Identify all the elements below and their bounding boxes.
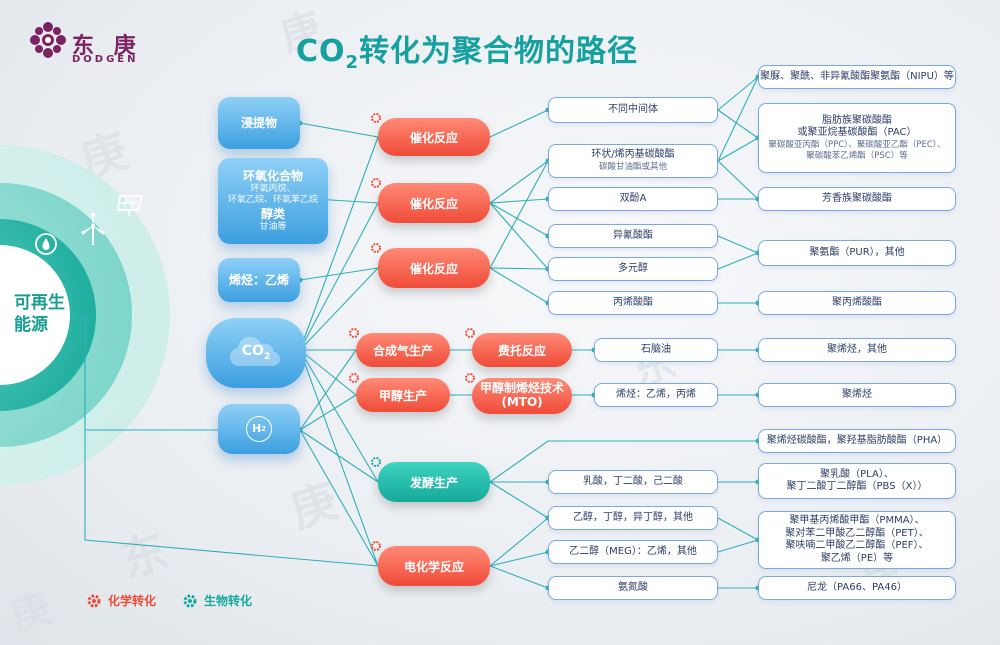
- source-co2: CO2: [206, 318, 306, 388]
- intermediate-amino-acid: 氨氮酸: [548, 576, 718, 600]
- gear-icon: [87, 594, 101, 607]
- product-polyolefin: 聚烯烃: [758, 383, 956, 407]
- gear-icon: [371, 243, 381, 253]
- wind-turbine-icon: [81, 213, 105, 245]
- renewable-label: 可再生 能源: [14, 293, 65, 336]
- product-nylon: 尼龙（PA66、PA46）: [758, 576, 956, 600]
- intermediate-ethanol: 乙醇，丁醇，异丁醇，其他: [548, 506, 718, 530]
- gear-icon: [371, 541, 381, 551]
- source-olefin: 烯烃：乙烯: [218, 258, 300, 302]
- product-pla-pbs: 聚乳酸（PLA）、 聚丁二酸丁二醇酯（PBS（X））: [758, 463, 956, 499]
- process-mto: 甲醇制烯烃技术 (MTO): [472, 378, 572, 414]
- cloud-icon: [229, 336, 281, 367]
- intermediate-lactic-acid: 乳酸，丁二酸，己二酸: [548, 470, 718, 494]
- intermediate-various: 不同中间体: [548, 97, 718, 123]
- intermediate-polyol: 多元醇: [548, 257, 718, 281]
- intermediate-isocyanate: 异氰酸酯: [548, 224, 718, 248]
- product-pha: 聚烯烃碳酸酯，聚羟基脂肪酸酯（PHA）: [758, 429, 956, 453]
- process-catalytic-3: 催化反应: [378, 248, 490, 288]
- process-methanol: 甲醇生产: [356, 378, 450, 412]
- solar-panel-icon: [116, 195, 144, 216]
- brand-name-en: DODGEN: [72, 54, 139, 65]
- gear-icon: [349, 328, 359, 338]
- source-extract: 浸提物: [218, 97, 300, 149]
- legend-chemical: 化学转化: [86, 592, 156, 609]
- intermediate-acrylate: 丙烯酸酯: [548, 291, 718, 315]
- intermediate-cyclic-carbonate: 环状/烯丙基碳酸酯 碳酸甘油酯或其他: [548, 144, 718, 178]
- product-aromatic-pc: 芳香族聚碳酸酯: [758, 187, 956, 211]
- brand-name-cn: 东 庚: [72, 34, 142, 59]
- legend-biological: 生物转化: [182, 592, 252, 609]
- process-fermentation: 发酵生产: [378, 462, 490, 502]
- process-syngas: 合成气生产: [356, 333, 450, 367]
- product-pmma-pet: 聚甲基丙烯酸甲酯（PMMA）、 聚对苯二甲酸乙二醇酯（PET）、 聚呋喃二甲酸乙…: [758, 511, 956, 569]
- gear-icon: [371, 457, 381, 467]
- process-catalytic-1: 催化反应: [378, 118, 490, 156]
- product-pac: 脂肪族聚碳酸酯 或聚亚烷基碳酸酯（PAC） 聚碳酸亚丙酯（PPC）、聚碳酸亚乙酯…: [758, 103, 956, 173]
- product-nipu: 聚脲、聚酰、非异氰酸酯聚氨酯（NIPU）等: [758, 65, 956, 89]
- intermediate-naphtha: 石脑油: [594, 338, 718, 362]
- gear-icon: [183, 594, 197, 607]
- process-electrochemical: 电化学反应: [378, 546, 490, 586]
- product-pur: 聚氨酯（PUR），其他: [758, 240, 956, 266]
- gear-icon: [465, 373, 475, 383]
- source-epoxide-alcohol: 环氧化合物 环氧丙烷、 环氧乙烷、环氧苯乙烷 醇类 甘油等: [218, 158, 328, 244]
- brand-logo-icon: [30, 22, 66, 58]
- gear-icon: [371, 113, 381, 123]
- process-catalytic-2: 催化反应: [378, 183, 490, 223]
- product-polyolefin-other: 聚烯烃，其他: [758, 338, 956, 362]
- gear-icon: [465, 328, 475, 338]
- page-title: CO2转化为聚合物的路径: [296, 34, 639, 73]
- process-fischer-tropsch: 费托反应: [472, 333, 572, 367]
- product-polyacrylate: 聚丙烯酸酯: [758, 291, 956, 315]
- gear-icon: [349, 373, 359, 383]
- gear-icon: [371, 178, 381, 188]
- water-drop-icon: [35, 233, 57, 255]
- intermediate-bpa: 双酚A: [548, 187, 718, 211]
- intermediate-meg: 乙二醇（MEG）：乙烯，其他: [548, 540, 718, 564]
- intermediate-olefins: 烯烃：乙烯，丙烯: [594, 383, 718, 407]
